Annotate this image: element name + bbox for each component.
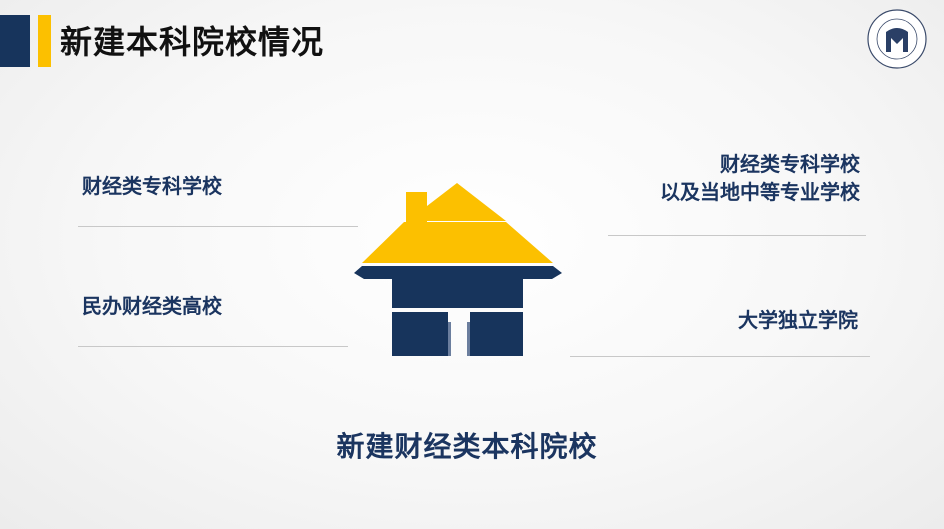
divider — [570, 356, 870, 357]
title-accent-navy — [0, 15, 30, 67]
category-right-top: 财经类专科学校 以及当地中等专业学校 — [660, 150, 860, 206]
summary-label: 新建财经类本科院校 — [336, 430, 598, 463]
school-logo — [867, 9, 927, 69]
divider — [608, 235, 866, 236]
divider — [78, 346, 348, 347]
category-right-top-line2: 以及当地中等专业学校 — [660, 180, 860, 204]
house-icon — [354, 183, 562, 356]
category-left-bottom: 民办财经类高校 — [82, 294, 222, 318]
category-right-top-line1: 财经类专科学校 — [720, 152, 860, 176]
category-right-bottom: 大学独立学院 — [738, 308, 858, 332]
divider — [78, 226, 358, 227]
title-accent-yellow — [38, 15, 51, 67]
category-left-top: 财经类专科学校 — [82, 174, 222, 198]
page-title: 新建本科院校情况 — [60, 23, 325, 61]
